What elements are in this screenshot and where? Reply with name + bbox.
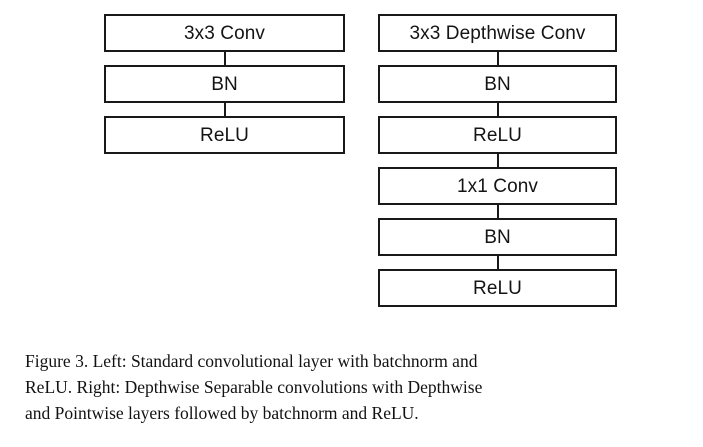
caption-line-2: ReLU. Right: Depthwise Separable convolu…: [25, 377, 483, 397]
connector-line: [496, 52, 499, 65]
node-3x3-depthwise-conv: 3x3 Depthwise Conv: [378, 14, 617, 52]
node-label: 3x3 Depthwise Conv: [409, 22, 586, 44]
node-bn-1: BN: [104, 65, 345, 103]
connector-line: [496, 154, 499, 167]
connector-line: [223, 103, 226, 116]
connector-line: [496, 256, 499, 269]
node-label: 1x1 Conv: [456, 175, 539, 197]
caption-line-1: Figure 3. Left: Standard convolutional l…: [25, 351, 478, 371]
figure-caption: Figure 3. Left: Standard convolutional l…: [25, 348, 680, 426]
node-3x3-conv: 3x3 Conv: [104, 14, 345, 52]
node-bn-2: BN: [378, 65, 617, 103]
connector-line: [223, 52, 226, 65]
node-relu-2: ReLU: [378, 116, 617, 154]
node-1x1-conv: 1x1 Conv: [378, 167, 617, 205]
node-label: BN: [484, 73, 511, 95]
architecture-diagram: 3x3 Conv BN ReLU 3x3 Depthwise Conv BN R…: [104, 14, 617, 307]
node-relu-3: ReLU: [378, 269, 617, 307]
connector-line: [496, 205, 499, 218]
node-relu-1: ReLU: [104, 116, 345, 154]
node-label: ReLU: [473, 124, 522, 146]
node-label: ReLU: [473, 277, 522, 299]
node-bn-3: BN: [378, 218, 617, 256]
connector-line: [496, 103, 499, 116]
node-label: ReLU: [200, 124, 249, 146]
caption-line-3: and Pointwise layers followed by batchno…: [25, 403, 419, 423]
node-label: BN: [484, 226, 511, 248]
node-label: 3x3 Conv: [183, 22, 266, 44]
node-label: BN: [211, 73, 238, 95]
